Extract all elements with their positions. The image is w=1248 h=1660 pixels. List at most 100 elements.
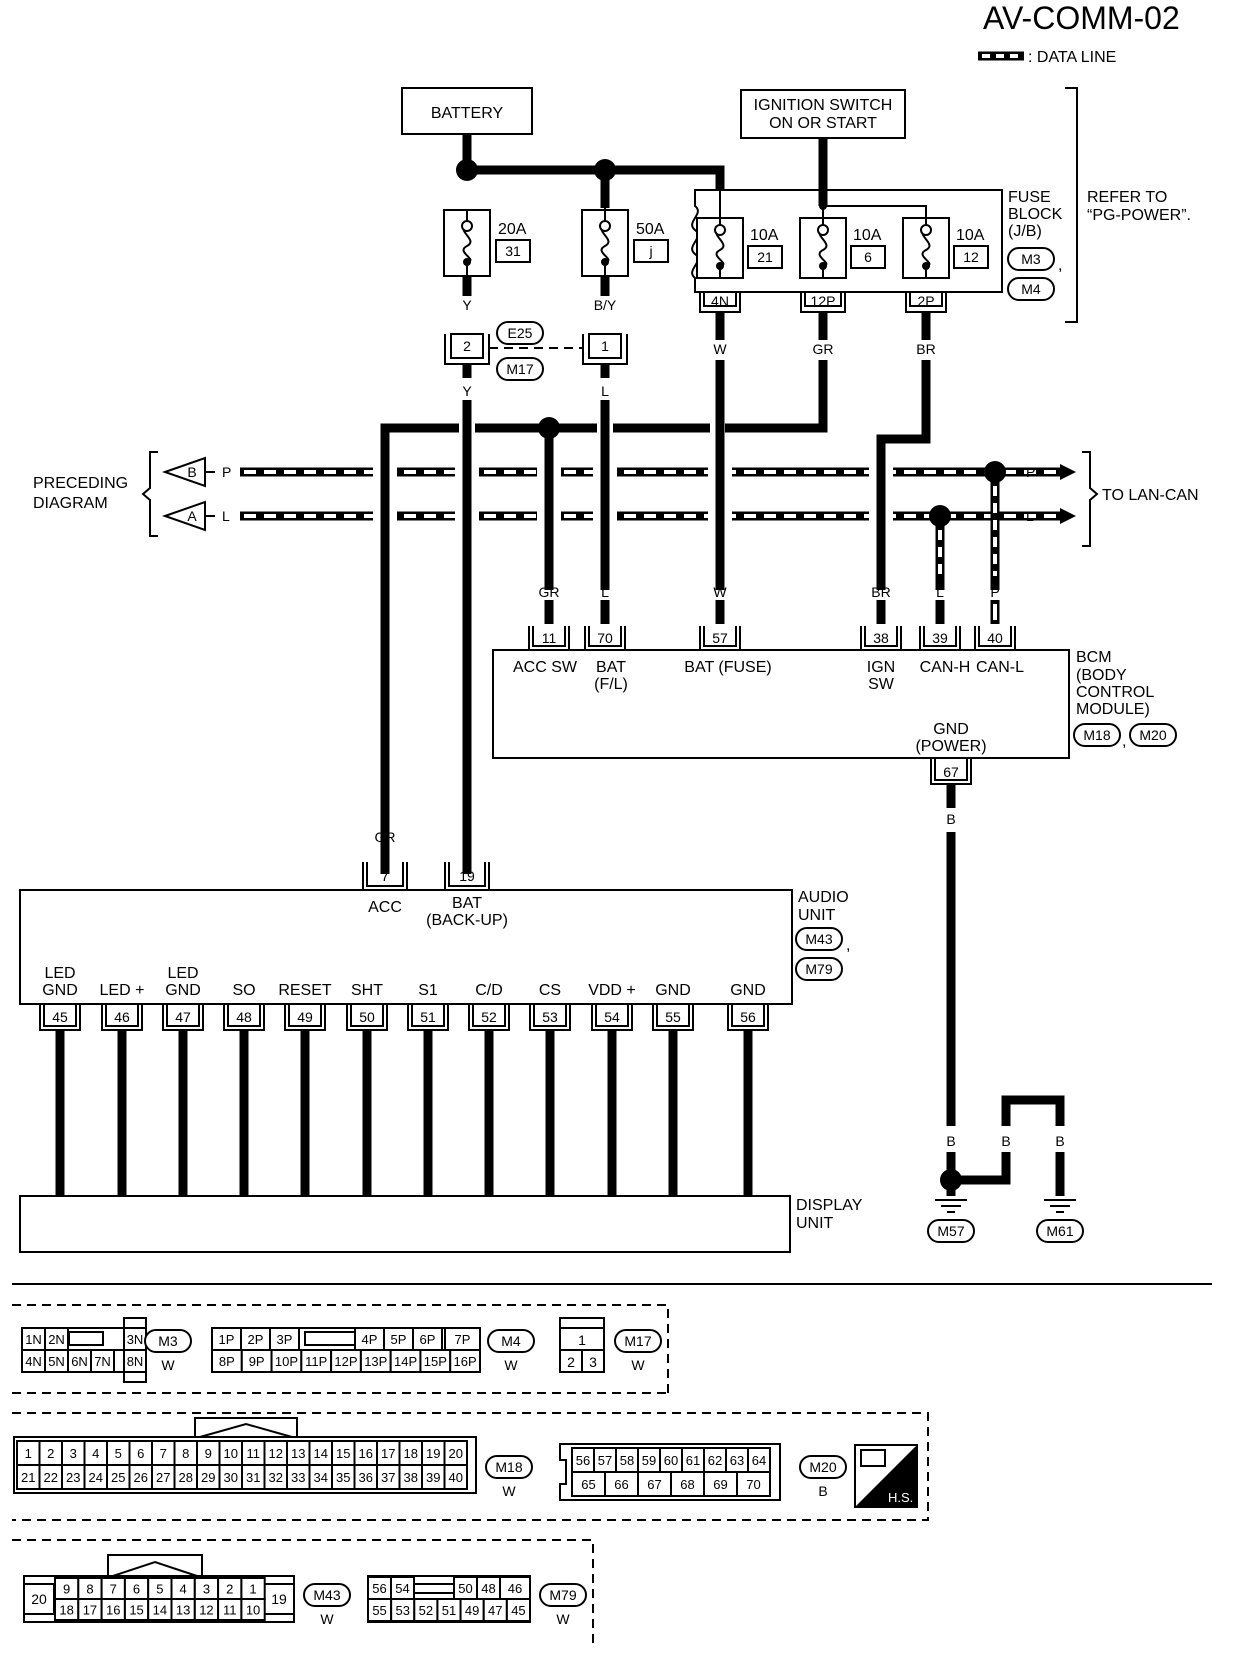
face-tag-m20-label: M20 (809, 1459, 836, 1475)
svg-text:56: 56 (740, 1009, 756, 1025)
bcm-title-2: (BODY (1076, 667, 1127, 684)
svg-text:26: 26 (134, 1470, 148, 1485)
bcm-pin-38: 38 (860, 626, 902, 651)
face-m3-color: W (161, 1357, 175, 1373)
svg-text:36: 36 (359, 1470, 373, 1485)
m3-pin: 2N (44, 1327, 69, 1351)
splice-dot (594, 159, 616, 181)
svg-text:4N: 4N (25, 1354, 42, 1369)
svg-text:47: 47 (175, 1009, 191, 1025)
bcm-pins: 11 70 57 38 39 40 (528, 626, 1016, 651)
m20-pin: 56 (571, 1447, 595, 1473)
svg-text:11P: 11P (305, 1354, 327, 1369)
m4-pin: 12P (330, 1349, 362, 1373)
bcm-pin-67: 67 (930, 758, 972, 785)
m18-pin: 34 (308, 1464, 333, 1490)
m3-pin: 5N (44, 1349, 69, 1373)
audio-label-bat: BAT (452, 895, 482, 912)
fuse-6: 10A 6 (799, 217, 886, 279)
m18-pin: 15 (331, 1440, 356, 1466)
m79-pin: 48 (476, 1576, 501, 1600)
svg-text:50A: 50A (636, 221, 665, 238)
m20-pin: 60 (659, 1447, 683, 1473)
m43-pin: 16 (100, 1598, 126, 1621)
m18-pin: 23 (61, 1464, 86, 1490)
connector-tag-m18 (1073, 723, 1121, 747)
audio-pin-label: RESET (278, 982, 332, 999)
svg-text:30: 30 (224, 1470, 238, 1485)
audio-pin-label: LED + (100, 982, 145, 999)
svg-text:40: 40 (987, 630, 1003, 646)
svg-text:2P: 2P (248, 1332, 264, 1347)
audio-pin-label: CS (539, 982, 561, 999)
audio-pin-label: C/D (475, 982, 503, 999)
audio-wire-gr: GR (375, 829, 396, 845)
svg-text:2P: 2P (917, 293, 934, 309)
svg-text:54: 54 (604, 1009, 620, 1025)
audio-pin-label: GND (655, 982, 691, 999)
svg-text:13: 13 (291, 1446, 305, 1461)
m43-pin: 8 (77, 1577, 103, 1600)
svg-text:62: 62 (708, 1453, 722, 1468)
svg-text:12: 12 (269, 1446, 283, 1461)
audio-pin-label: GND (42, 982, 78, 999)
m20-pin: 65 (571, 1471, 606, 1497)
connector-tag-m3 (1007, 247, 1055, 271)
svg-text:19: 19 (271, 1591, 287, 1607)
svg-text:18: 18 (404, 1446, 418, 1461)
ignition-label-2: ON OR START (769, 115, 877, 132)
m3-pin: 4N (21, 1349, 46, 1373)
arrow-b (161, 456, 206, 488)
to-lan-bracket (1082, 451, 1099, 547)
fuse-block-label-3: (J/B) (1008, 223, 1042, 240)
m18-pin: 19 (421, 1440, 446, 1466)
svg-text:,: , (1122, 733, 1126, 750)
svg-text:4: 4 (92, 1446, 99, 1461)
svg-text:4P: 4P (362, 1332, 378, 1347)
svg-text:24: 24 (89, 1470, 103, 1485)
wire-gr-acc (380, 423, 710, 874)
svg-text:48: 48 (236, 1009, 252, 1025)
m20-pin: 63 (725, 1447, 749, 1473)
m18-pin: 1 (16, 1440, 41, 1466)
bcm-title-3: CONTROL (1076, 684, 1154, 701)
face-m43-color: W (320, 1611, 334, 1627)
audio-pin-label: S1 (418, 982, 438, 999)
fuse-21: 10A 21 (696, 217, 783, 279)
audio-pin-label: SHT (351, 982, 383, 999)
m20-pin: 61 (681, 1447, 705, 1473)
audio-label-backup: (BACK-UP) (426, 912, 508, 929)
joint-connector-1: 1 (582, 333, 628, 365)
face-tag-m17-label: M17 (624, 1333, 651, 1349)
svg-text:17: 17 (83, 1603, 97, 1618)
m43-pin: 6 (123, 1577, 150, 1600)
audio-pin-54: VDD +54 (588, 982, 636, 1196)
m79-pin: 51 (436, 1598, 462, 1622)
svg-text:38: 38 (873, 630, 889, 646)
svg-text:47: 47 (488, 1603, 502, 1618)
joint-connector-2: 2 (444, 333, 490, 365)
svg-text:1: 1 (249, 1582, 256, 1597)
svg-text:33: 33 (291, 1470, 305, 1485)
m18-pin: 26 (128, 1464, 153, 1490)
svg-text:19: 19 (426, 1446, 440, 1461)
connector-tag-e25 (496, 321, 544, 345)
m20-pin: 67 (637, 1471, 672, 1497)
svg-text:11: 11 (247, 1446, 261, 1461)
svg-text:9: 9 (63, 1582, 70, 1597)
svg-text:11: 11 (542, 630, 557, 646)
svg-text:7N: 7N (94, 1354, 111, 1369)
m20-pin: 64 (747, 1447, 771, 1473)
connector-tag-m17 (496, 357, 544, 381)
svg-text:10: 10 (246, 1603, 260, 1618)
audio-pin-label: SO (232, 982, 255, 999)
m79-pin: 46 (499, 1576, 531, 1600)
svg-text:37: 37 (381, 1470, 395, 1485)
connector-tag-m20-label: M20 (1139, 727, 1166, 743)
m18-pin: 10 (218, 1440, 243, 1466)
m4-pin: 14P (389, 1349, 422, 1373)
svg-text:50: 50 (359, 1009, 375, 1025)
bcm-pin-57: 57 (699, 626, 741, 651)
